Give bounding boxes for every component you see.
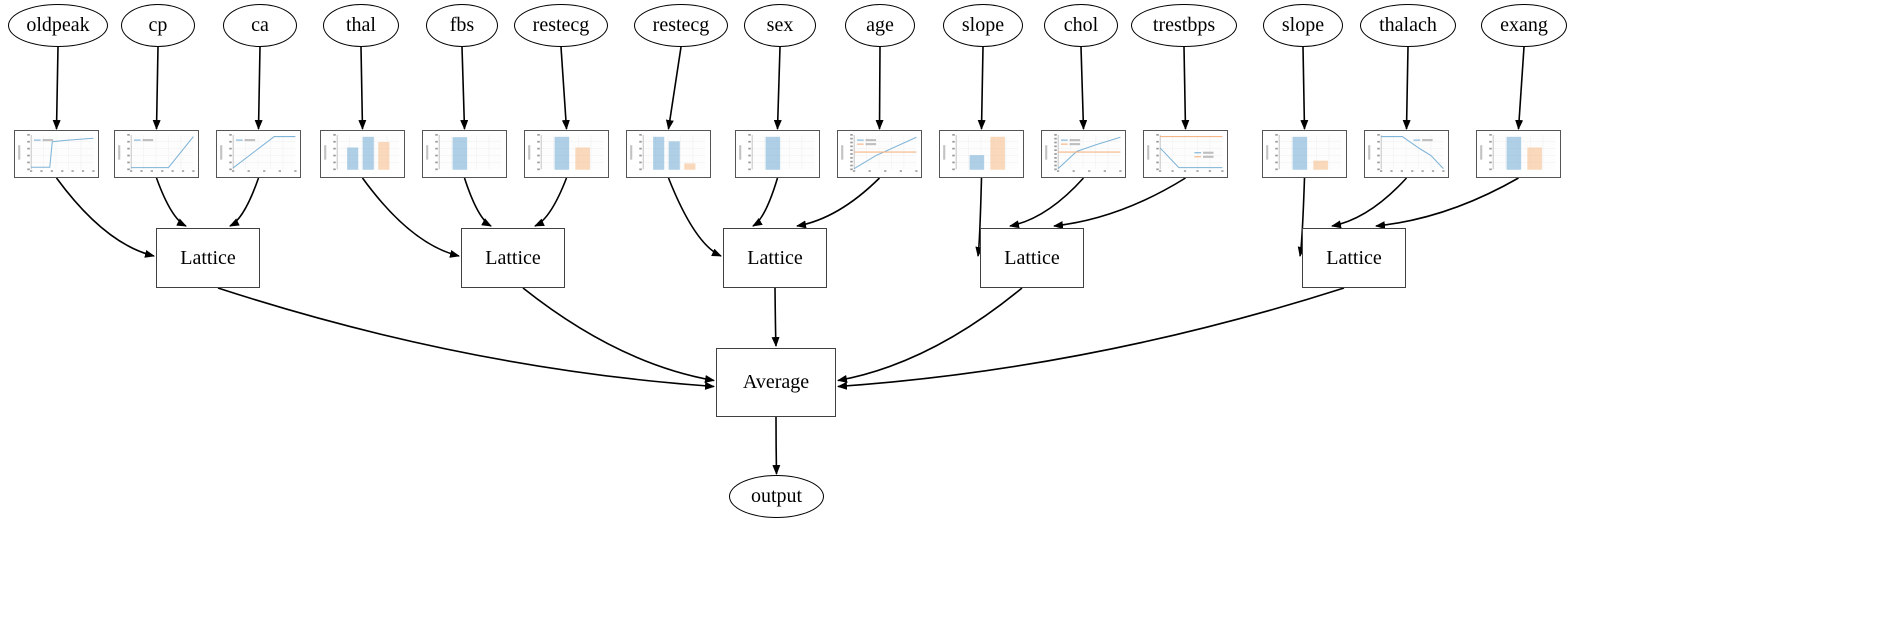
feature-node-restecg-6[interactable]: restecg	[634, 4, 728, 47]
plot-exang-14	[1476, 130, 1561, 178]
plot-thalach-13	[1364, 130, 1449, 178]
lattice-node-1[interactable]: Lattice	[461, 228, 565, 288]
plot-trestbps-11	[1143, 130, 1228, 178]
feature-node-age-8[interactable]: age	[845, 4, 915, 47]
edge-lattice-to-average	[837, 287, 1023, 383]
plot-restecg-6	[626, 130, 711, 178]
edge-average-to-output	[772, 416, 781, 475]
plot-fbs-4	[422, 130, 507, 178]
feature-node-label: restecg	[652, 14, 710, 36]
edge-feature-to-plot	[1402, 46, 1411, 130]
plot-slope-9	[939, 130, 1024, 178]
lattice-label: Lattice	[1326, 246, 1382, 269]
plot-oldpeak-0	[14, 130, 99, 178]
edge-feature-to-plot	[560, 46, 570, 130]
plot-restecg-5	[524, 130, 609, 178]
edge-feature-to-plot	[977, 46, 986, 130]
edge-plot-to-lattice	[534, 177, 568, 227]
feature-node-label: exang	[1500, 14, 1548, 36]
edge-feature-to-plot	[875, 46, 884, 130]
feature-node-label: thal	[346, 14, 376, 36]
feature-node-thalach-13[interactable]: thalach	[1360, 4, 1456, 47]
edge-feature-to-plot	[1515, 46, 1525, 130]
edge-plot-to-lattice	[667, 177, 722, 257]
edge-feature-to-plot	[1300, 46, 1309, 130]
edge-lattice-to-average	[837, 287, 1345, 390]
feature-node-label: restecg	[532, 14, 590, 36]
edge-feature-to-plot	[152, 46, 161, 130]
edge-lattice-to-average	[522, 287, 715, 383]
edge-plot-to-lattice	[796, 177, 881, 229]
lattice-label: Lattice	[1004, 246, 1060, 269]
plot-thal-3	[320, 130, 405, 178]
feature-node-fbs-4[interactable]: fbs	[426, 4, 498, 47]
edge-feature-to-plot	[1079, 46, 1088, 130]
feature-node-exang-14[interactable]: exang	[1481, 4, 1567, 47]
average-label: Average	[742, 371, 810, 393]
feature-node-label: trestbps	[1152, 14, 1216, 36]
edge-plot-to-lattice	[1375, 177, 1519, 230]
edge-plot-to-lattice	[229, 177, 260, 227]
feature-node-label: oldpeak	[26, 14, 90, 36]
feature-node-label: ca	[251, 14, 269, 36]
feature-node-label: fbs	[449, 14, 475, 36]
edge-feature-to-plot	[773, 46, 782, 130]
lattice-label: Lattice	[180, 246, 236, 269]
edge-feature-to-plot	[358, 46, 367, 130]
plot-ca-2	[216, 130, 301, 178]
edge-plot-to-lattice	[361, 177, 460, 258]
lattice-node-0[interactable]: Lattice	[156, 228, 260, 288]
feature-node-slope-9[interactable]: slope	[943, 4, 1023, 47]
feature-node-thal-3[interactable]: thal	[323, 4, 399, 47]
edge-plot-to-lattice	[752, 177, 779, 227]
edge-plot-to-lattice	[463, 177, 492, 227]
plot-sex-7	[735, 130, 820, 178]
feature-node-trestbps-11[interactable]: trestbps	[1131, 4, 1237, 47]
edge-feature-to-plot	[254, 46, 263, 130]
edge-feature-to-plot	[52, 46, 61, 130]
edge-feature-to-plot	[665, 46, 682, 130]
lattice-node-2[interactable]: Lattice	[723, 228, 827, 288]
feature-node-slope-12[interactable]: slope	[1263, 4, 1343, 47]
output-node[interactable]: output	[729, 475, 824, 518]
average-node[interactable]: Average	[716, 348, 836, 417]
feature-node-label: slope	[961, 14, 1005, 36]
lattice-node-4[interactable]: Lattice	[1302, 228, 1406, 288]
lattice-label: Lattice	[485, 246, 541, 269]
edge-feature-to-plot	[460, 46, 469, 130]
edge-plot-to-lattice	[1009, 177, 1085, 229]
feature-node-label: cp	[148, 14, 168, 36]
output-label: output	[750, 485, 803, 507]
edge-plot-to-lattice	[1053, 177, 1186, 229]
feature-node-label: sex	[766, 14, 794, 36]
plot-cp-1	[114, 130, 199, 178]
feature-node-label: chol	[1063, 14, 1099, 36]
feature-node-sex-7[interactable]: sex	[744, 4, 816, 47]
edge-plot-to-lattice	[1331, 177, 1408, 229]
feature-node-label: thalach	[1379, 14, 1437, 36]
edge-feature-to-plot	[1181, 46, 1190, 130]
edge-plot-to-lattice	[155, 177, 187, 227]
feature-node-label: age	[866, 14, 894, 36]
lattice-node-3[interactable]: Lattice	[980, 228, 1084, 288]
feature-node-chol-10[interactable]: chol	[1044, 4, 1118, 47]
feature-node-label: slope	[1281, 14, 1325, 36]
feature-node-ca-2[interactable]: ca	[223, 4, 297, 47]
plot-age-8	[837, 130, 922, 178]
plot-slope-12	[1262, 130, 1347, 178]
feature-node-cp-1[interactable]: cp	[121, 4, 195, 47]
plot-chol-10	[1041, 130, 1126, 178]
edge-lattice-to-average	[217, 287, 715, 390]
lattice-label: Lattice	[747, 246, 803, 269]
edge-plot-to-lattice	[55, 177, 155, 258]
edge-lattice-to-average	[771, 287, 780, 347]
feature-node-oldpeak-0[interactable]: oldpeak	[8, 4, 108, 47]
feature-node-restecg-5[interactable]: restecg	[514, 4, 608, 47]
